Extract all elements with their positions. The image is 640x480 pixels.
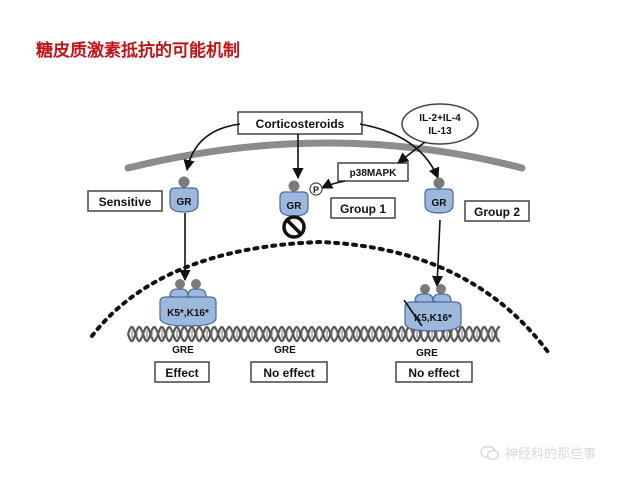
cytokine-label-2: IL-13	[428, 126, 452, 137]
group2-label: Group 2	[474, 205, 520, 219]
sensitive-box: Sensitive	[87, 190, 163, 212]
gre-label-right: GRE	[416, 348, 438, 359]
arrow-group2-to-nucleus	[431, 219, 444, 288]
gr-label-group2: GR	[432, 198, 448, 209]
gre-label-middle: GRE	[274, 345, 296, 356]
nuclear-envelope	[90, 239, 550, 354]
watermark-text: 神经科的那些事	[505, 447, 597, 462]
group1-box: Group 1	[330, 197, 396, 219]
outcome-box-right: No effect	[395, 361, 473, 383]
cytokine-bubble: IL-2+IL-4 IL-13	[401, 103, 479, 145]
group2-box: Group 2	[464, 200, 530, 222]
arrow-cytokine-to-kinase	[397, 141, 426, 164]
corticosteroids-label: Corticosteroids	[256, 117, 345, 131]
cell-membrane	[124, 139, 526, 172]
outcome-label-right: No effect	[408, 366, 459, 380]
histone-label-right: K5,K16*	[414, 313, 452, 324]
histone-label-left: K5*,K16*	[167, 308, 209, 319]
group1-label: Group 1	[340, 202, 386, 216]
p38mapk-box: p38MAPK	[337, 162, 409, 182]
gr-receptor-sensitive: GR	[169, 176, 199, 213]
p38mapk-label: p38MAPK	[350, 168, 397, 179]
outcome-label-middle: No effect	[263, 366, 314, 380]
arrow-kinase-to-phospho	[320, 178, 346, 189]
phospho-label: P	[313, 185, 319, 195]
arrow-to-sensitive	[183, 123, 241, 172]
gr-label-group1: GR	[287, 201, 303, 212]
cytokine-label-1: IL-2+IL-4	[419, 113, 461, 124]
corticosteroids-box: Corticosteroids	[237, 111, 363, 135]
gr-receptor-group1: GR P	[279, 180, 323, 217]
gr-label-sensitive: GR	[177, 197, 193, 208]
outcome-box-middle: No effect	[250, 361, 328, 383]
wechat-icon	[480, 445, 500, 460]
strike-mark	[403, 299, 423, 327]
outcome-box-left: Effect	[154, 361, 210, 383]
gre-label-left: GRE	[172, 345, 194, 356]
sensitive-label: Sensitive	[99, 195, 152, 209]
page-title: 糖皮质激素抵抗的可能机制	[36, 41, 240, 61]
gr-dimer-left: K5*,K16*	[159, 279, 217, 327]
outcome-label-left: Effect	[165, 366, 198, 380]
gr-receptor-group2: GR	[424, 177, 454, 214]
watermark: 神经科的那些事	[480, 443, 596, 462]
dna-strand-2	[126, 325, 501, 343]
gr-dimer-right: K5,K16*	[403, 284, 462, 332]
inhibition-icon	[282, 215, 306, 239]
arrow-to-group2	[359, 123, 440, 180]
phospho-marker	[309, 182, 323, 196]
